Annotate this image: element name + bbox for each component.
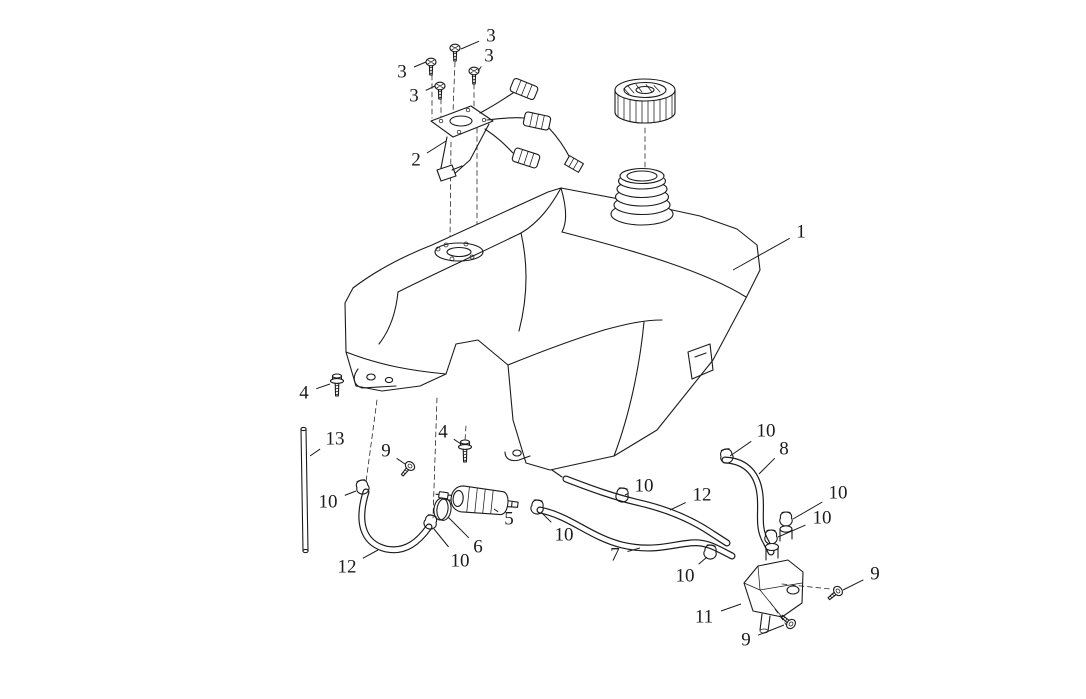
vent-tube — [300, 426, 309, 554]
part-label-10: 10 — [676, 566, 695, 587]
part-label-3: 3 — [397, 62, 407, 83]
part-label-9: 9 — [381, 441, 391, 462]
leader-line-4 — [453, 438, 462, 445]
part-label-1: 1 — [796, 222, 806, 243]
leader-line-5 — [493, 508, 499, 513]
leader-line-4 — [316, 383, 331, 390]
leader-line-3 — [413, 61, 427, 68]
part-label-10: 10 — [813, 508, 832, 529]
part-label-10: 10 — [319, 492, 338, 513]
leader-line-10 — [624, 493, 628, 496]
leader-line-10 — [698, 556, 708, 565]
part-label-3: 3 — [486, 26, 496, 47]
part-label-12: 12 — [338, 557, 357, 578]
part-label-9: 9 — [870, 564, 880, 585]
screw-icon — [468, 66, 480, 85]
screw-icon — [449, 43, 461, 62]
assembly-alignment-lines — [365, 61, 646, 519]
wire-terminal — [564, 155, 584, 173]
part-label-10: 10 — [451, 551, 470, 572]
screw-icon — [434, 81, 446, 100]
part-label-10: 10 — [757, 421, 776, 442]
part-label-3: 3 — [484, 46, 494, 67]
part-label-8: 8 — [779, 439, 789, 460]
part-label-5: 5 — [504, 509, 514, 530]
part-label-10: 10 — [555, 525, 574, 546]
band-clamp — [433, 491, 452, 521]
leader-line-1 — [732, 237, 790, 271]
part-label-12: 12 — [693, 485, 712, 506]
leader-line-9 — [396, 457, 406, 465]
sender-screws — [425, 43, 480, 100]
leader-line-9 — [757, 624, 785, 636]
part-label-6: 6 — [473, 537, 483, 558]
leader-line-7 — [627, 547, 641, 552]
fuel-tank — [344, 167, 761, 478]
filler-neck — [610, 167, 674, 226]
part-label-4: 4 — [438, 422, 448, 443]
leader-line-10 — [729, 440, 752, 457]
hose-clamp-icon — [779, 511, 793, 527]
screw-icon — [425, 57, 437, 76]
bolt-icon — [329, 373, 345, 397]
leader-line-10 — [433, 528, 449, 548]
fuel-cap — [614, 78, 676, 124]
part-label-4: 4 — [299, 383, 309, 404]
fuel-level-sender — [430, 77, 584, 182]
leader-line-10 — [344, 490, 357, 496]
leader-line-13 — [309, 448, 321, 457]
leader-line-10 — [540, 511, 552, 523]
part-label-2: 2 — [411, 150, 421, 171]
leader-line-10 — [792, 501, 823, 520]
wire-connector — [508, 77, 540, 101]
part-label-11: 11 — [695, 607, 713, 628]
leader-line-12 — [669, 502, 686, 511]
part-label-7: 7 — [610, 545, 620, 566]
fuel-valve — [743, 525, 832, 634]
part-label-13: 13 — [326, 429, 345, 450]
fuel-filter — [442, 485, 519, 516]
leader-line-10 — [777, 524, 806, 538]
leader-line-11 — [720, 603, 742, 612]
part-label-10: 10 — [635, 476, 654, 497]
leader-line-3 — [477, 66, 482, 72]
fuel-hose-12-left — [358, 488, 433, 554]
part-label-3: 3 — [409, 86, 419, 107]
part-label-9: 9 — [741, 630, 751, 651]
wire-connector — [510, 146, 542, 170]
leader-line-6 — [447, 516, 470, 539]
leader-line-8 — [758, 457, 776, 475]
leader-line-9 — [842, 579, 864, 591]
wire-connector — [522, 110, 552, 132]
fuel-hose-12-right — [562, 475, 731, 547]
screw-icon — [397, 459, 417, 479]
leader-line-12 — [362, 549, 379, 559]
leader-line-3 — [425, 85, 436, 91]
part-label-10: 10 — [829, 483, 848, 504]
screw-icon — [825, 584, 845, 604]
leader-line-2 — [426, 140, 447, 154]
fuel-hose-8 — [721, 456, 775, 556]
leader-line-3 — [460, 40, 480, 50]
